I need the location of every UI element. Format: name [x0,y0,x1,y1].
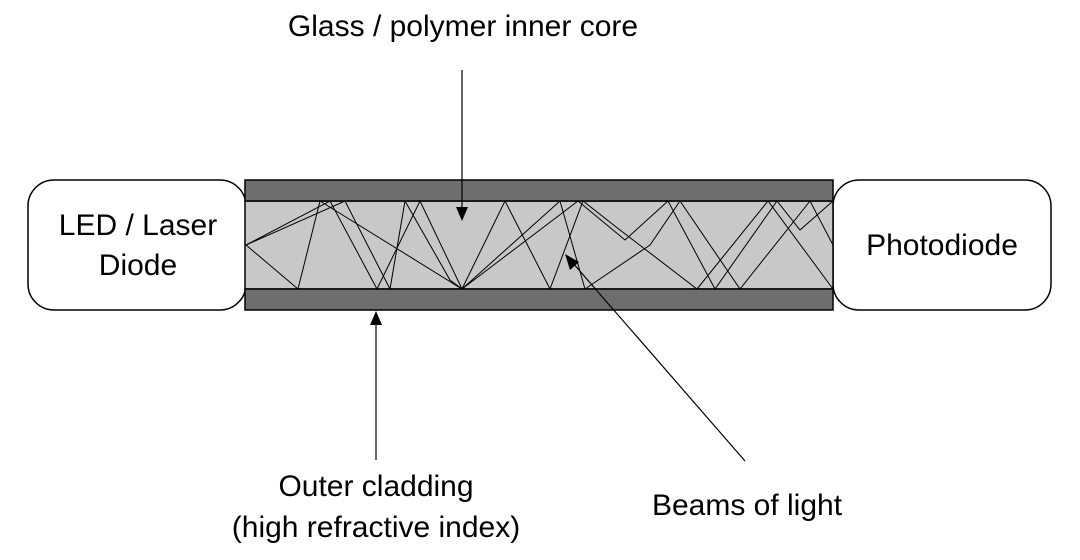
beams-pointer-arrowhead [565,254,579,270]
core-pointer-arrowhead [456,207,468,221]
core-label: Glass / polymer inner core [288,10,638,43]
cladding-label-line2: (high refractive index) [232,511,520,544]
beams-label: Beams of light [652,489,843,522]
photodiode-label: Photodiode [866,229,1018,262]
cladding-bottom [244,288,834,311]
beams-pointer-arrow-line [571,261,746,462]
cladding-pointer-arrowhead [370,311,382,325]
light-source-box [27,179,247,311]
light-beam-path-1 [245,199,834,291]
fiber-core [244,200,834,290]
light-source-label-line1: LED / Laser [59,209,217,242]
cladding-label-line1: Outer cladding [278,470,473,503]
light-beam-path-3 [245,200,834,290]
light-source-label-line2: Diode [99,249,177,282]
cladding-top [244,179,834,202]
light-beam-path-2 [245,199,834,291]
